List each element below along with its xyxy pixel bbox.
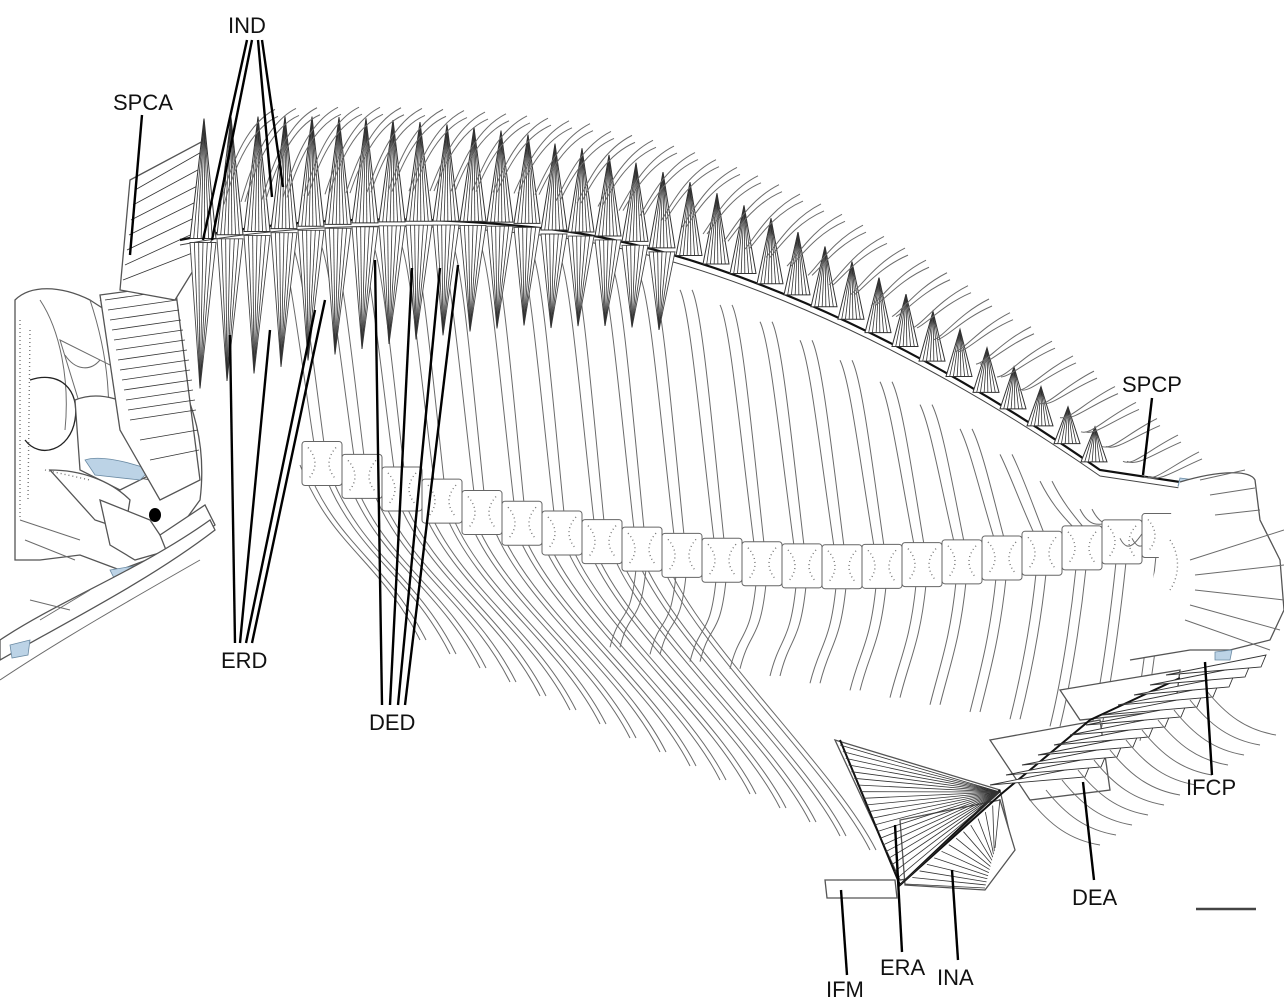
haemal-spine <box>850 586 876 690</box>
neural-spine <box>960 429 994 538</box>
dorsal-muscle-lower <box>298 230 324 360</box>
label-ifcp: IFCP <box>1186 775 1236 800</box>
haemal-spine <box>770 586 796 676</box>
haemal-spine <box>890 585 916 698</box>
anal-fin-ray <box>1190 700 1260 745</box>
neural-spine-edge <box>812 340 844 547</box>
label-ina: INA <box>937 965 974 990</box>
rib <box>588 547 780 808</box>
dorsal-fin-ray <box>913 286 968 328</box>
neural-spine-edge <box>932 405 964 542</box>
dorsal-fin-ray <box>892 273 947 317</box>
haemal-spine <box>690 580 716 661</box>
anal-fin-ray <box>1206 690 1276 735</box>
haemal-spine-edge <box>780 586 806 676</box>
dorsal-muscle-lower <box>244 235 270 373</box>
neural-spine <box>880 382 914 545</box>
label-spcp: SPCP <box>1122 372 1182 397</box>
dorsal-muscle-lower <box>514 227 540 325</box>
rib-edge <box>618 552 816 822</box>
dorsal-fin-ray <box>997 341 1052 377</box>
label-era: ERA <box>880 955 926 980</box>
dorsal-fin-ray <box>1039 371 1094 404</box>
dorsal-muscle-lower <box>541 234 567 328</box>
label-ind: IND <box>228 13 266 38</box>
spcp-leader <box>1143 398 1152 475</box>
dorsal-fin-ray-branch <box>896 280 950 317</box>
dorsal-fin-ray-branch <box>1127 442 1181 462</box>
haemal-spine-edge <box>860 586 886 690</box>
label-dea: DEA <box>1072 885 1118 910</box>
rib-edge <box>594 547 786 808</box>
haemal-spine-edge <box>740 584 766 669</box>
dea-leader <box>1083 782 1094 880</box>
neural-spine <box>920 405 954 542</box>
dorsal-muscle-lower <box>649 252 675 330</box>
dorsal-fin-ray-branch <box>1022 363 1076 390</box>
neural-spine <box>760 322 794 546</box>
haemal-spine-edge <box>980 578 1006 712</box>
label-ded: DED <box>369 710 415 735</box>
neural-spine <box>1040 481 1074 528</box>
dorsal-fin-muscles <box>190 116 1107 461</box>
neural-spine-edge <box>852 360 884 546</box>
haemal-spine <box>1010 573 1036 719</box>
caudal-peduncle <box>1130 470 1284 660</box>
dorsal-muscle-lower <box>487 226 513 328</box>
dorsal-muscle-lower <box>568 236 594 326</box>
dorsal-fin-ray <box>1081 402 1136 432</box>
haemal-spine-edge <box>940 582 966 705</box>
label-ifm: IFM <box>826 977 864 1001</box>
haemal-spine <box>970 578 996 712</box>
dorsal-fin-ray-branch <box>959 320 1013 352</box>
haemal-spine-edge <box>820 587 846 683</box>
dorsal-fin-ray <box>1018 356 1073 390</box>
haemal-spine <box>650 575 676 654</box>
dorsal-muscle-lower <box>460 225 486 331</box>
neural-spine-edge <box>972 429 1004 538</box>
neural-spine-edge <box>612 266 644 530</box>
haemal-spine-edge <box>900 585 926 698</box>
erd-leader-1 <box>230 335 235 643</box>
rib <box>636 556 840 836</box>
neural-spine-edge <box>732 305 764 544</box>
neural-spine <box>720 305 754 544</box>
dorsal-muscle-lower <box>622 245 648 327</box>
rib-edge <box>666 560 876 850</box>
neural-spine <box>840 360 874 546</box>
neural-spine-edge <box>692 290 724 540</box>
dorsal-muscle-lower <box>190 243 216 389</box>
dorsal-muscle-lower <box>352 227 378 349</box>
dorsal-fin-ray-branch <box>1148 459 1202 478</box>
label-erd: ERD <box>221 648 267 673</box>
rib <box>612 552 810 822</box>
label-spca: SPCA <box>113 90 173 115</box>
dorsal-fin-ray-branch <box>938 306 992 340</box>
dorsal-fin-ray-branch <box>749 201 803 249</box>
ifm-leader <box>841 890 847 975</box>
dorsal-muscle-lower <box>379 226 405 344</box>
haemal-spine <box>810 587 836 683</box>
neural-spine <box>800 340 834 547</box>
dorsal-fin-ray-branch <box>1043 378 1097 404</box>
neural-spine-edge <box>892 382 924 545</box>
neural-spine <box>680 290 714 540</box>
haemal-spine <box>730 584 756 669</box>
haemal-spine <box>930 582 956 705</box>
neural-spine-edge <box>772 322 804 546</box>
